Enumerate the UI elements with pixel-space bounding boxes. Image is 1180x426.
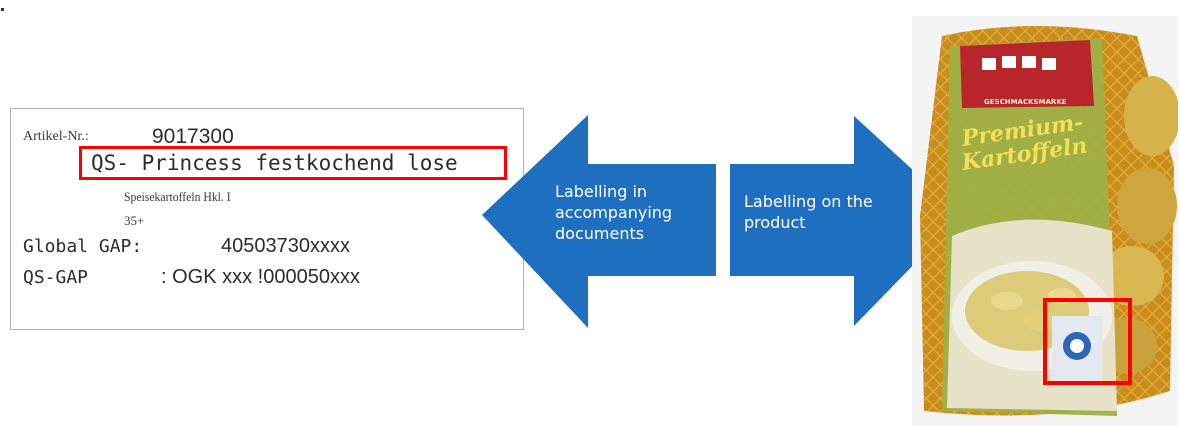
stray-dot	[1, 8, 4, 11]
artikel-value: 9017300	[152, 125, 234, 148]
qs-gap-value: : OGK xxx !000050xxx	[161, 266, 360, 288]
left-arrow-label: Labelling in accompanying documents	[555, 182, 673, 243]
brand-text: GESCHMACKSMARKE	[984, 98, 1067, 106]
accompanying-document: Artikel-Nr.: 9017300 QS- Princess festko…	[10, 108, 524, 330]
qs-gap-label: QS-GAP	[23, 267, 89, 288]
global-gap-label: Global GAP:	[23, 236, 143, 257]
potato-bag-image	[912, 16, 1178, 426]
product-size: 35+	[124, 213, 145, 228]
product-name-highlight	[79, 146, 507, 180]
product-name: QS- Princess festkochend lose	[91, 151, 458, 175]
left-arrow	[482, 115, 716, 328]
global-gap-value: 40503730xxxx	[221, 235, 350, 257]
artikel-label: Artikel-Nr.:	[23, 129, 89, 144]
product-photo	[912, 16, 1178, 426]
right-arrow-label: Labelling on the product	[744, 192, 873, 232]
right-arrow	[730, 116, 962, 326]
arrows-graphic	[482, 115, 962, 328]
product-description: Speisekartoffeln Hkl. I	[124, 189, 231, 204]
qs-logo-highlight	[1043, 298, 1132, 385]
